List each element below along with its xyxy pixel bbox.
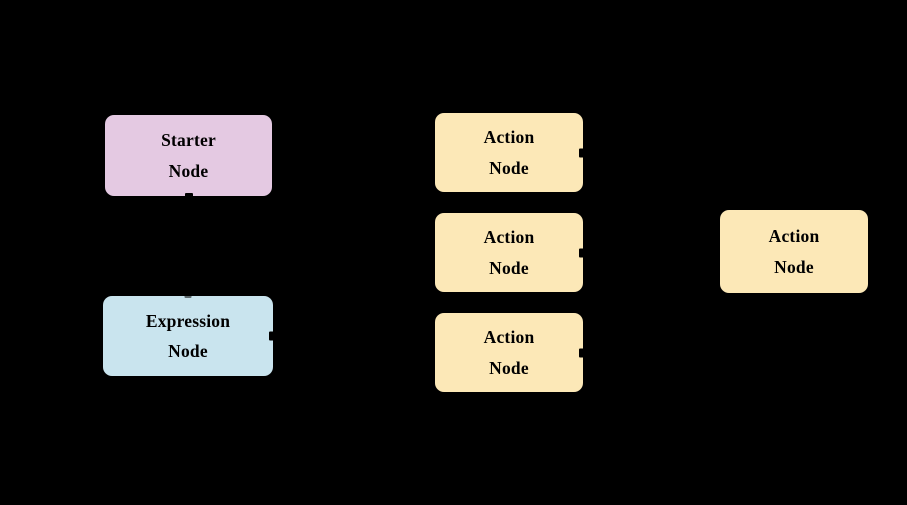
node-label-line-1: Action	[483, 127, 535, 148]
node-action-3[interactable]: Action Node	[435, 313, 584, 392]
port-right-icon[interactable]	[579, 348, 584, 357]
port-right-icon[interactable]	[579, 248, 584, 257]
node-label-line-1: Action	[483, 227, 535, 248]
node-label-line-2: Node	[774, 256, 814, 277]
node-action-2[interactable]: Action Node	[435, 213, 584, 292]
node-label-line-1: Action	[483, 327, 535, 348]
node-label-line-1: Expression	[145, 310, 231, 331]
node-label-line-2: Node	[168, 160, 209, 181]
node-label-line-1: Action	[768, 226, 820, 247]
port-bottom-icon[interactable]	[184, 193, 193, 199]
node-label-line-2: Node	[489, 157, 529, 178]
node-label-line-1: Starter	[161, 130, 216, 151]
node-label-line-2: Node	[168, 341, 208, 361]
node-label-line-2: Node	[489, 357, 529, 378]
port-top-icon[interactable]	[184, 294, 192, 298]
port-right-icon[interactable]	[579, 148, 584, 157]
node-label-line-2: Node	[489, 257, 529, 278]
node-action-1[interactable]: Action Node	[435, 113, 584, 192]
node-action-4[interactable]: Action Node	[720, 210, 868, 293]
node-expression[interactable]: Expression Node	[103, 294, 274, 376]
port-right-icon[interactable]	[269, 331, 274, 341]
node-starter[interactable]: Starter Node	[105, 115, 272, 199]
